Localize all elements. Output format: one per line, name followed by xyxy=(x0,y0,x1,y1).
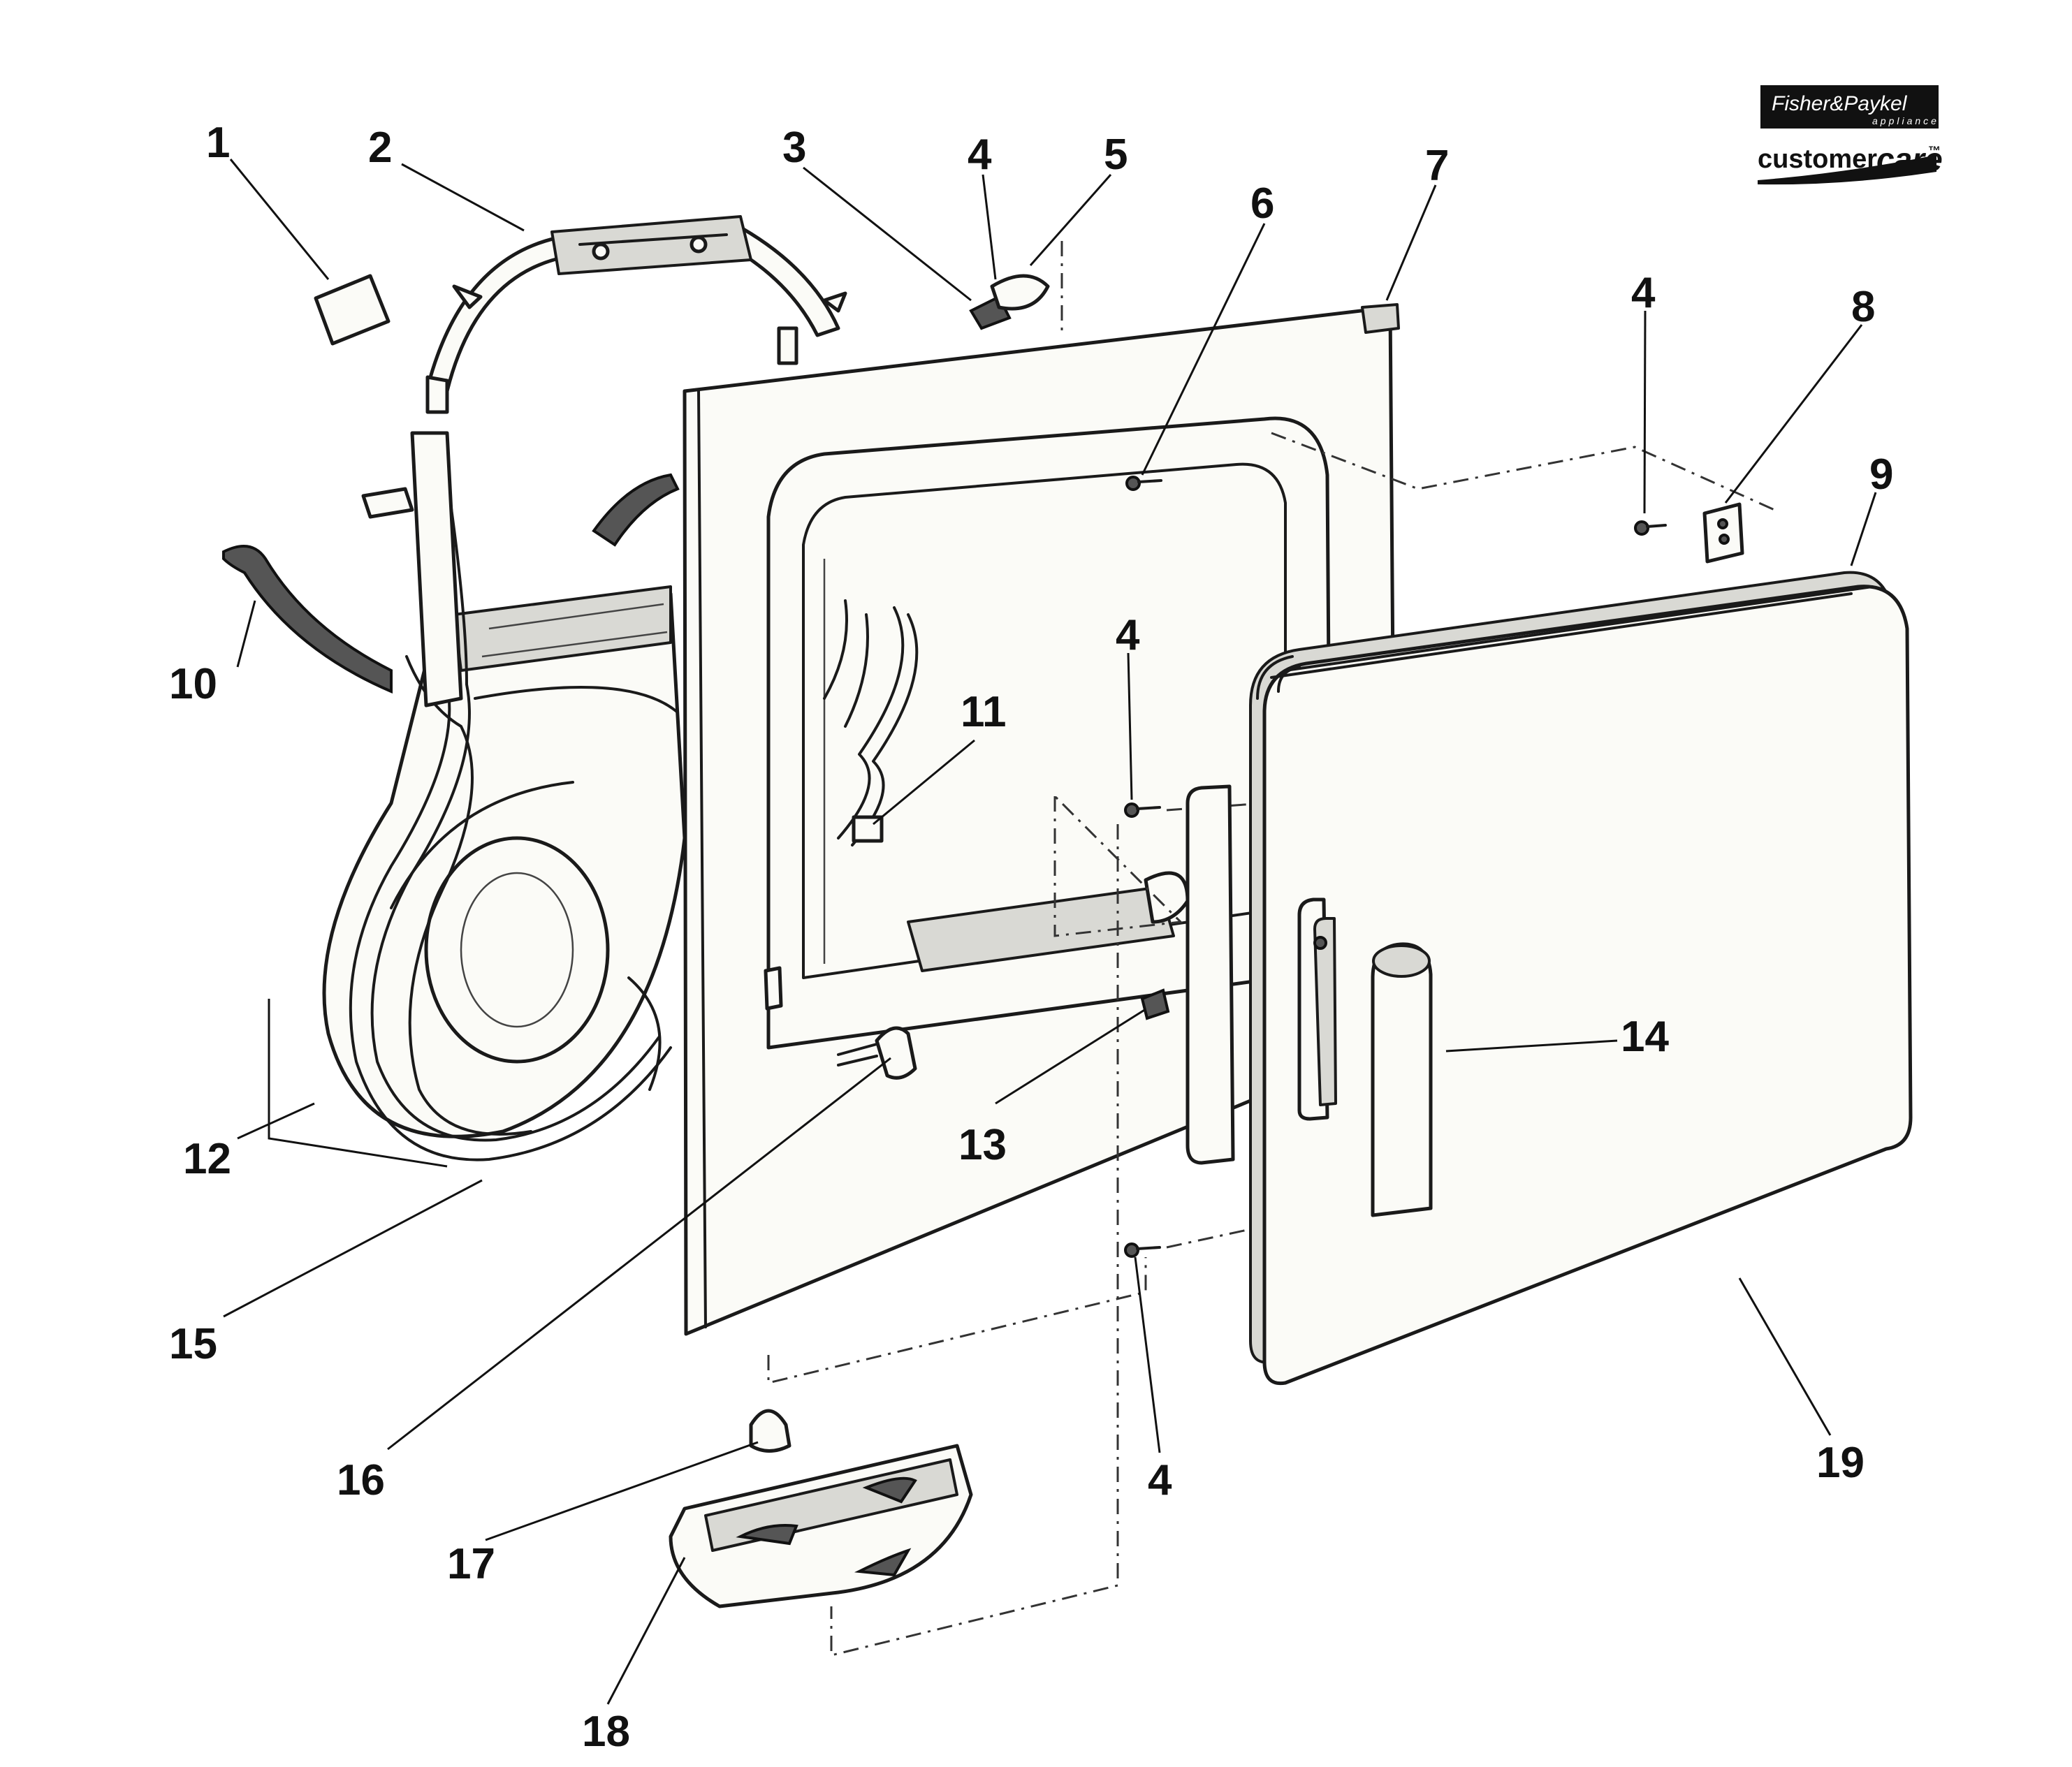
part-10-hose-seal xyxy=(222,473,680,694)
fisher-paykel-logo: Fisher&Paykel appliances customer care ™ xyxy=(1758,85,1947,185)
logo-tm: ™ xyxy=(1928,144,1941,158)
part-12-bracket-line xyxy=(268,999,448,1168)
leader-lines xyxy=(223,159,1877,1705)
callout-17: 17 xyxy=(447,1540,495,1588)
callout-4-middle: 4 xyxy=(1116,611,1140,659)
part-11-latch-wire xyxy=(837,606,905,839)
callout-15: 15 xyxy=(169,1320,217,1368)
part-13-clip xyxy=(1140,988,1170,1020)
callout-7: 7 xyxy=(1425,142,1449,190)
logo-black-band xyxy=(1760,85,1939,129)
part-2-side-post xyxy=(410,431,463,707)
part-5-hinge-bracket xyxy=(990,274,1050,311)
part-16-switch xyxy=(837,1026,917,1080)
logo-sub-text: appliances xyxy=(1872,115,1947,126)
callout-8: 8 xyxy=(1851,283,1875,331)
callout-9: 9 xyxy=(1869,450,1893,499)
part-17-foot xyxy=(749,1409,791,1453)
callout-10: 10 xyxy=(169,660,217,708)
logo-swoosh xyxy=(1758,155,1936,185)
callout-4-right: 4 xyxy=(1631,269,1656,317)
callout-14: 14 xyxy=(1621,1013,1669,1061)
part-14-handle xyxy=(1371,942,1433,1217)
assembly-line-bottom xyxy=(830,824,1119,1657)
callout-4-bottom: 4 xyxy=(1148,1456,1172,1504)
part-2-arch-bracket xyxy=(425,215,847,414)
callout-13: 13 xyxy=(958,1121,1007,1169)
part-1-label xyxy=(314,274,391,346)
part-12-drum-front-shell xyxy=(322,585,687,1138)
part-6-screw xyxy=(1125,476,1162,491)
assembly-line-top xyxy=(1271,432,1775,511)
callout-3: 3 xyxy=(782,124,806,172)
callout-19: 19 xyxy=(1816,1439,1865,1487)
assembly-line-foot xyxy=(767,1257,1147,1384)
part-18-lint-filter xyxy=(669,1444,973,1608)
callout-numbers: 1 2 3 4 5 6 7 4 8 9 10 11 4 14 12 13 15 … xyxy=(169,119,1893,1756)
part-4-screw-right xyxy=(1634,520,1667,536)
callout-2: 2 xyxy=(368,124,392,172)
part-9-door-seal-corner xyxy=(1277,666,1301,693)
callout-1: 1 xyxy=(206,119,230,167)
callout-4-top: 4 xyxy=(968,131,992,179)
callout-16: 16 xyxy=(337,1456,385,1504)
callout-5: 5 xyxy=(1104,131,1128,179)
part-2-side-tab xyxy=(361,487,414,519)
callout-6: 6 xyxy=(1250,179,1274,228)
callout-18: 18 xyxy=(582,1708,630,1756)
part-19-door xyxy=(1185,571,1913,1386)
callout-12: 12 xyxy=(183,1135,231,1183)
part-8-bracket xyxy=(1702,502,1744,564)
part-11-latch-wire-2 xyxy=(851,613,919,846)
callout-11: 11 xyxy=(961,688,1007,736)
part-9-door-seal xyxy=(1284,585,1874,672)
part-4-screw-middle xyxy=(1124,802,1161,818)
logo-brand-text: Fisher&Paykel xyxy=(1772,92,1908,115)
part-4-screw-lower xyxy=(1124,1242,1161,1258)
assembly-line-screw-low xyxy=(1166,1228,1251,1249)
